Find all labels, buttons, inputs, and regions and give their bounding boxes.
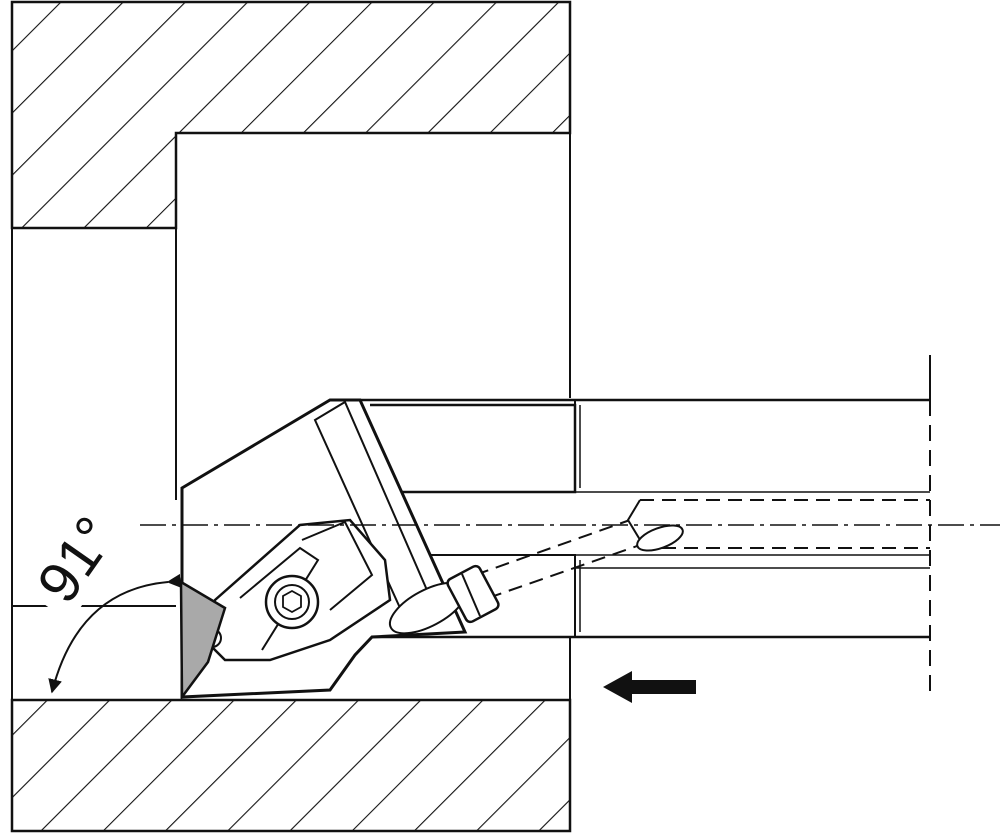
dimension-arc [48, 573, 182, 694]
hex-socket-icon [282, 589, 302, 614]
tool-shank [330, 355, 931, 695]
cutting-insert [179, 579, 227, 701]
workpiece [10, 0, 572, 833]
angle-dimension [12, 573, 182, 701]
shank-step [370, 403, 577, 494]
coolant-nozzle [626, 499, 684, 552]
workpiece-top-section [10, 0, 572, 230]
workpiece-bottom-section [10, 698, 572, 833]
feed-arrow-icon [603, 671, 696, 703]
coolant-channel [474, 499, 930, 599]
insert-clamp [202, 518, 392, 662]
clamp-screw [446, 564, 500, 624]
